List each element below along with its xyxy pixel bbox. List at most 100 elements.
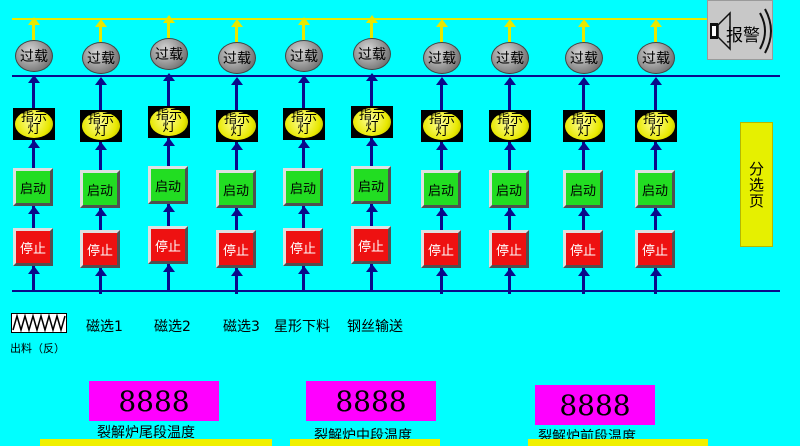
stop-button[interactable]: 停止 [563,230,603,268]
indicator-label-line1: 指示 [496,112,523,127]
start-label: 启动 [357,179,384,195]
motor-column: 过载 指示灯 启动 停止 [418,2,468,302]
arrow-up-icon [650,142,662,150]
stop-button[interactable]: 停止 [148,226,188,264]
start-label: 启动 [86,183,113,199]
stop-connector [508,268,511,294]
motor-column: 过载 指示灯 启动 停止 [632,2,682,302]
arrow-up-icon [298,75,310,83]
indicator-label-line1: 指示 [223,112,250,127]
top-connector [654,26,657,42]
start-connector [167,204,170,226]
bus-connector [508,82,511,110]
stop-label: 停止 [154,239,181,255]
indicator-label-line2: 灯 [297,122,311,137]
arrow-up-icon [504,142,516,150]
start-button[interactable]: 启动 [421,170,461,208]
overload-indicator: 过载 [218,42,256,74]
stop-label: 停止 [222,243,249,259]
lamp-face: 指示灯 [150,108,188,136]
stop-label: 停止 [427,243,454,259]
lamp-connector [302,140,305,168]
indicator-label-line2: 灯 [649,124,663,139]
arrow-up-icon [504,208,516,216]
arrow-up-icon [95,208,107,216]
tail-temp-display: 8888 [89,381,219,421]
arrow-up-icon [650,268,662,276]
start-button[interactable]: 启动 [13,168,53,206]
top-connector [440,26,443,42]
middle-temp-value: 8888 [335,384,407,418]
stop-button[interactable]: 停止 [351,226,391,264]
page-select-label: 分选页 [747,160,765,209]
lamp-connector [32,140,35,168]
start-button[interactable]: 启动 [216,170,256,208]
indicator-label-line1: 指示 [428,112,455,127]
start-connector [582,208,585,230]
start-button[interactable]: 启动 [489,170,529,208]
stop-label: 停止 [289,241,316,257]
overload-indicator: 过载 [82,42,120,74]
overload-indicator: 过载 [565,42,603,74]
overload-indicator: 过载 [491,42,529,74]
stop-button[interactable]: 停止 [80,230,120,268]
arrow-up-icon [95,19,107,27]
start-connector [508,208,511,230]
indicator-label-line1: 指示 [290,110,317,125]
arrow-up-icon [504,77,516,85]
stop-label: 停止 [357,239,384,255]
arrow-up-icon [298,17,310,25]
stop-button[interactable]: 停止 [635,230,675,268]
stop-button[interactable]: 停止 [489,230,529,268]
stop-button[interactable]: 停止 [283,228,323,266]
motor-column: 过载 指示灯 启动 停止 [280,0,330,300]
arrow-up-icon [578,208,590,216]
start-button[interactable]: 启动 [351,166,391,204]
start-connector [302,206,305,228]
arrow-up-icon [650,208,662,216]
bus-connector [32,80,35,108]
motor-column: 过载 指示灯 启动 停止 [213,2,263,302]
start-button[interactable]: 启动 [148,166,188,204]
alarm-button[interactable]: 报警 [707,0,773,60]
start-label: 启动 [154,179,181,195]
indicator-lamp: 指示灯 [489,110,531,142]
overload-indicator: 过载 [353,38,391,70]
top-yellow-line [12,18,710,20]
stop-connector [370,264,373,290]
indicator-label-line2: 灯 [230,124,244,139]
start-button[interactable]: 启动 [80,170,120,208]
front-temp-display: 8888 [535,385,655,425]
indicator-label-line2: 灯 [27,122,41,137]
start-label: 启动 [289,181,316,197]
arrow-up-icon [95,77,107,85]
motor-column: 过载 指示灯 启动 停止 [145,0,195,298]
arrow-up-icon [28,206,40,214]
start-button[interactable]: 启动 [283,168,323,206]
start-button[interactable]: 启动 [635,170,675,208]
stop-button[interactable]: 停止 [421,230,461,268]
stop-button[interactable]: 停止 [13,228,53,266]
indicator-label-line2: 灯 [162,120,176,135]
indicator-label-line2: 灯 [435,124,449,139]
lamp-face: 指示灯 [285,110,323,138]
start-connector [235,208,238,230]
start-connector [99,208,102,230]
arrow-up-icon [95,142,107,150]
arrow-up-icon [163,204,175,212]
indicator-lamp: 指示灯 [635,110,677,142]
lamp-face: 指示灯 [15,110,53,138]
lamp-connector [370,138,373,166]
lamp-face: 指示灯 [82,112,120,140]
page-select-button[interactable]: 分选页 [740,122,773,247]
start-button[interactable]: 启动 [563,170,603,208]
top-connector [99,26,102,42]
magsep2-label: 磁选2 [154,319,191,335]
stop-button[interactable]: 停止 [216,230,256,268]
lamp-connector [99,142,102,170]
arrow-up-icon [578,268,590,276]
overload-label: 过载 [358,47,386,63]
lamp-face: 指示灯 [218,112,256,140]
motor-column: 过载 指示灯 启动 停止 [10,0,60,300]
lamp-connector [582,142,585,170]
